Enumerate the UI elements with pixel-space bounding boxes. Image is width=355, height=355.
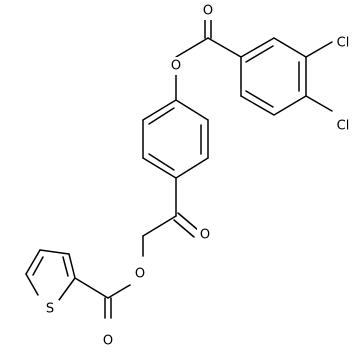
- bond-carbon-to-chlorine: [305, 41, 333, 58]
- oxygen-atom-ester-bottom: O: [132, 265, 148, 283]
- bond-central-ring: [142, 157, 177, 179]
- bond-thiophene-ring: [58, 277, 76, 301]
- bond-thiophene-ring: [39, 249, 70, 255]
- oxygen-label: O: [103, 334, 113, 349]
- oxygen-atom-ketone: O: [197, 226, 213, 244]
- bond-central-ring: [175, 99, 209, 121]
- bond-ketone-double: [177, 212, 199, 231]
- bond-dichlorophenyl-ring-inner: [245, 45, 274, 63]
- bond-ester-oxygen-to-carbonyl: [175, 37, 209, 58]
- oxygen-atom-carbonyl-bottom: O: [100, 332, 116, 350]
- bond-thiophene-ring: [68, 253, 76, 279]
- bond-thiophene-ring: [25, 249, 41, 275]
- bond-carbonyl-to-thiophene: [74, 277, 109, 299]
- bond-ketone-double: [173, 219, 195, 238]
- oxygen-label: O: [171, 59, 181, 74]
- bond-dichlorophenyl-ring: [240, 95, 275, 116]
- bond-dichlorophenyl-ring: [273, 37, 307, 58]
- bond-thiophene-ring-inner: [62, 256, 69, 277]
- bond-central-ring: [142, 99, 177, 121]
- bond-dichlorophenyl-ring-inner: [245, 90, 274, 108]
- bond-central-ring-inner: [148, 153, 175, 171]
- oxygen-atom-ester-top: O: [168, 57, 184, 75]
- oxygen-atom-carbonyl-top: O: [200, 3, 216, 20]
- oxygen-label: O: [203, 4, 213, 19]
- oxygen-label: O: [200, 228, 210, 243]
- atom-labels: O O Cl Cl O O O S: [43, 3, 353, 350]
- bond-dichlorophenyl-ring: [240, 37, 275, 58]
- chlorine-atom-para: Cl: [333, 117, 353, 135]
- bond-carbon-to-chlorine: [305, 95, 333, 112]
- bond-thiophene-ring-inner: [32, 256, 44, 276]
- bond-ketone-to-methylene: [142, 215, 177, 237]
- bond-carbonyl-to-ring: [207, 37, 242, 58]
- bonds: [25, 17, 333, 319]
- oxygen-label: O: [135, 267, 145, 282]
- bond-thiophene-ring: [25, 273, 39, 296]
- bond-ester-oxygen-to-carbonyl: [107, 284, 131, 299]
- chlorine-atom-meta: Cl: [333, 34, 353, 52]
- sulfur-label: S: [46, 302, 54, 317]
- bond-central-ring: [175, 157, 209, 179]
- chlorine-label: Cl: [337, 36, 350, 51]
- sulfur-atom-thiophene: S: [43, 300, 59, 318]
- chlorine-label: Cl: [337, 119, 350, 134]
- bond-central-ring-inner: [148, 107, 175, 125]
- bond-dichlorophenyl-ring: [273, 95, 307, 116]
